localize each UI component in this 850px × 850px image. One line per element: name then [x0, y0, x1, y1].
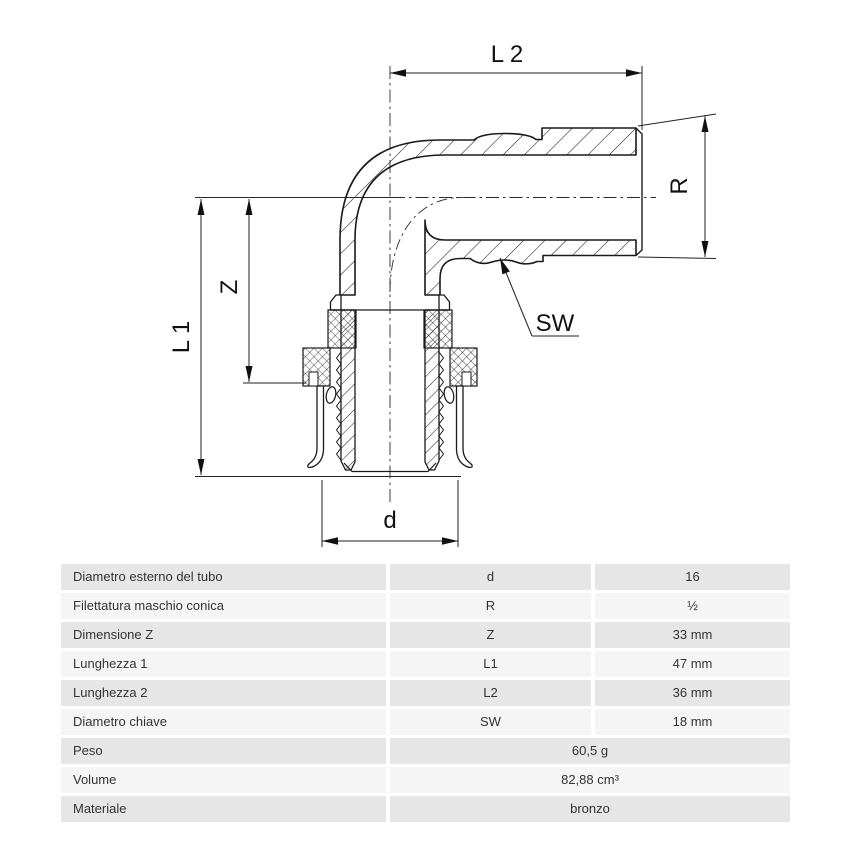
press-connection — [302, 294, 478, 473]
table-row: Materiale bronzo — [61, 796, 790, 822]
table-row: Peso 60,5 g — [61, 738, 790, 764]
row-value: 47 mm — [595, 651, 790, 677]
thread-end-face — [635, 127, 643, 257]
row-value: bronzo — [390, 796, 790, 822]
row-label: Materiale — [61, 796, 386, 822]
spec-table: Diametro esterno del tubo d 16 Filettatu… — [61, 564, 790, 825]
row-symbol: R — [390, 593, 591, 619]
table-row: Diametro esterno del tubo d 16 — [61, 564, 790, 590]
row-label: Lunghezza 2 — [61, 680, 386, 706]
sw-label: SW — [536, 310, 575, 337]
row-label: Dimensione Z — [61, 622, 386, 648]
dimension-z: Z — [216, 199, 306, 384]
support-tube-right — [424, 309, 440, 471]
dimension-d: d — [321, 480, 459, 547]
r-label: R — [666, 177, 693, 194]
callout-sw: SW — [499, 257, 579, 337]
row-symbol: L1 — [390, 651, 591, 677]
table-row: Lunghezza 1 L1 47 mm — [61, 651, 790, 677]
table-row: Lunghezza 2 L2 36 mm — [61, 680, 790, 706]
elbow-body — [339, 127, 643, 296]
table-row: Filettatura maschio conica R ½ — [61, 593, 790, 619]
press-sleeve-right — [455, 385, 473, 469]
table-row: Dimensione Z Z 33 mm — [61, 622, 790, 648]
support-tube-left — [340, 309, 356, 471]
row-label: Diametro chiave — [61, 709, 386, 735]
window-right — [443, 386, 455, 404]
elbow-bottom-wall — [424, 219, 637, 296]
row-value: ½ — [595, 593, 790, 619]
teeth-right — [438, 351, 445, 461]
table-row: Diametro chiave SW 18 mm — [61, 709, 790, 735]
row-label: Volume — [61, 767, 386, 793]
row-label: Lunghezza 1 — [61, 651, 386, 677]
row-value: 16 — [595, 564, 790, 590]
row-symbol: Z — [390, 622, 591, 648]
row-value: 36 mm — [595, 680, 790, 706]
table-row: Volume 82,88 cm³ — [61, 767, 790, 793]
technical-drawing: L 2 R Z L 1 — [168, 41, 717, 547]
window-left — [325, 386, 337, 404]
dimension-r: R — [637, 113, 717, 259]
dimension-l1: L 1 — [168, 199, 461, 477]
rim-right — [438, 294, 451, 311]
row-value: 33 mm — [595, 622, 790, 648]
row-value: 18 mm — [595, 709, 790, 735]
dimension-l2: L 2 — [390, 41, 643, 130]
row-label: Filettatura maschio conica — [61, 593, 386, 619]
elbow-top-wall — [339, 127, 637, 296]
rim-left — [329, 294, 342, 311]
z-label: Z — [216, 280, 243, 295]
row-label: Diametro esterno del tubo — [61, 564, 386, 590]
press-sleeve-left — [307, 385, 325, 469]
l2-label: L 2 — [491, 41, 523, 68]
row-value: 82,88 cm³ — [390, 767, 790, 793]
row-label: Peso — [61, 738, 386, 764]
teeth-left — [335, 351, 342, 461]
d-label: d — [383, 507, 396, 534]
l1-label: L 1 — [168, 321, 195, 353]
row-value: 60,5 g — [390, 738, 790, 764]
row-symbol: L2 — [390, 680, 591, 706]
row-symbol: d — [390, 564, 591, 590]
row-symbol: SW — [390, 709, 591, 735]
